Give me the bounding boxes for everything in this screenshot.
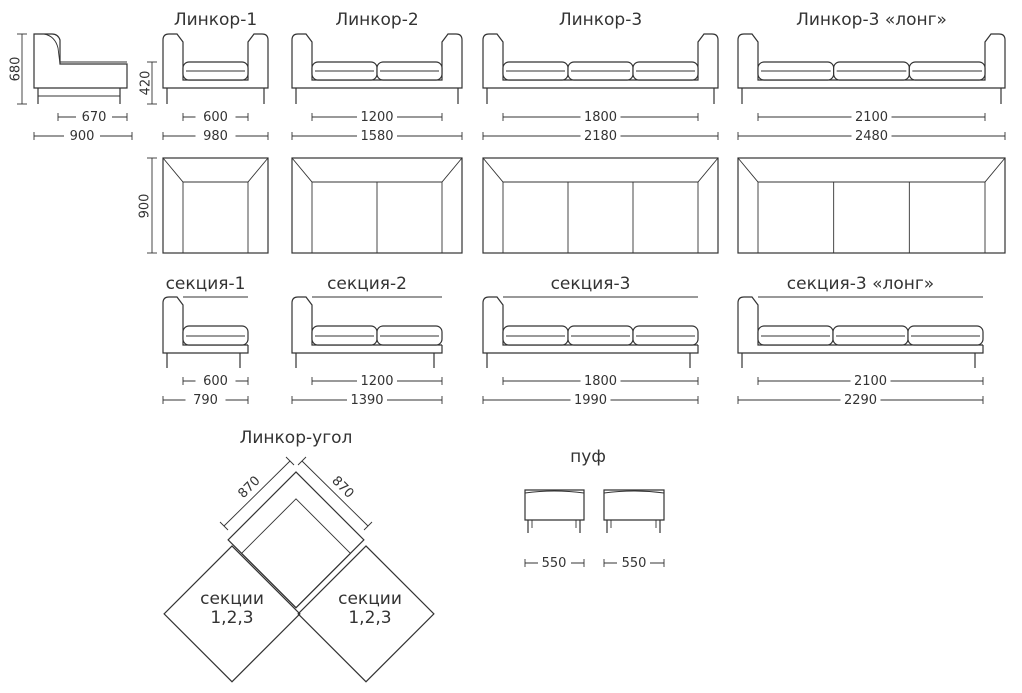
corner-dim-right: 870 bbox=[328, 473, 356, 501]
side-depth-dim: 900 bbox=[70, 129, 95, 144]
model-inner-dim: 1800 bbox=[584, 110, 617, 125]
model-3: Линкор-3 1800 2180 bbox=[482, 10, 719, 254]
model-outer-dim: 980 bbox=[203, 129, 228, 144]
section-inner-dim: 2100 bbox=[854, 374, 887, 389]
section-inner-dim: 1800 bbox=[584, 374, 617, 389]
corner-right-section-line1: секции bbox=[338, 589, 402, 609]
section-1: секция-1 600 790 bbox=[162, 274, 249, 408]
pouf-title: пуф bbox=[570, 447, 606, 467]
model-outer-dim: 1580 bbox=[360, 129, 393, 144]
pouf-dim-front: 550 bbox=[542, 556, 567, 571]
section-outer-dim: 1390 bbox=[350, 393, 383, 408]
section-inner-dim: 600 bbox=[203, 374, 228, 389]
corner-left-section-line1: секции bbox=[200, 589, 264, 609]
corner-title: Линкор-угол bbox=[240, 428, 353, 448]
corner-dim-left: 870 bbox=[235, 473, 263, 501]
model-title: Линкор-3 «лонг» bbox=[796, 10, 947, 30]
model-title: Линкор-3 bbox=[559, 10, 642, 30]
section-title: секция-2 bbox=[327, 274, 407, 294]
corner-unit: Линкор-угол 870 870 секции 1,2,3 секции … bbox=[163, 428, 435, 683]
side-inner-depth-dim: 670 bbox=[82, 110, 107, 125]
model-inner-dim: 2100 bbox=[855, 110, 888, 125]
model-inner-dim: 1200 bbox=[360, 110, 393, 125]
pouf-dim-side: 550 bbox=[622, 556, 647, 571]
pouf-unit: пуф 550 550 bbox=[524, 447, 665, 571]
side-view: 680 670 900 bbox=[9, 33, 133, 144]
seat-height-dim: 420 bbox=[139, 71, 154, 96]
top-view-depth-dim: 900 bbox=[138, 194, 153, 219]
section-3: секция-3 1800 1990 bbox=[482, 274, 699, 408]
corner-left-section-line2: 1,2,3 bbox=[210, 608, 253, 628]
top-depth-dim-group: 900 bbox=[138, 157, 157, 254]
section-inner-dim: 1200 bbox=[360, 374, 393, 389]
section-outer-dim: 1990 bbox=[574, 393, 607, 408]
section-outer-dim: 790 bbox=[193, 393, 218, 408]
section-title: секция-1 bbox=[166, 274, 246, 294]
model-1: Линкор-1 600 980 bbox=[162, 10, 269, 254]
section-title: секция-3 «лонг» bbox=[787, 274, 934, 294]
model-outer-dim: 2180 bbox=[584, 129, 617, 144]
models-layer: Линкор-1 600 980 Линкор-2 1200 1580 Линкор-3 18… bbox=[162, 10, 1006, 254]
seat-height-dim-group: 420 bbox=[139, 61, 157, 105]
corner-right-section-line2: 1,2,3 bbox=[348, 608, 391, 628]
section-outer-dim: 2290 bbox=[844, 393, 877, 408]
side-height-dim: 680 bbox=[9, 57, 24, 82]
model-4: Линкор-3 «лонг» 2100 2480 bbox=[737, 10, 1006, 254]
model-inner-dim: 600 bbox=[203, 110, 228, 125]
model-title: Линкор-2 bbox=[335, 10, 418, 30]
section-title: секция-3 bbox=[551, 274, 631, 294]
section-2: секция-2 1200 1390 bbox=[291, 274, 443, 408]
model-title: Линкор-1 bbox=[174, 10, 257, 30]
model-2: Линкор-2 1200 1580 bbox=[291, 10, 463, 254]
section-4: секция-3 «лонг» 2100 2290 bbox=[737, 274, 984, 408]
model-outer-dim: 2480 bbox=[855, 129, 888, 144]
sections-layer: секция-1 600 790 секция-2 1200 1390 секция-3 18… bbox=[162, 274, 984, 408]
